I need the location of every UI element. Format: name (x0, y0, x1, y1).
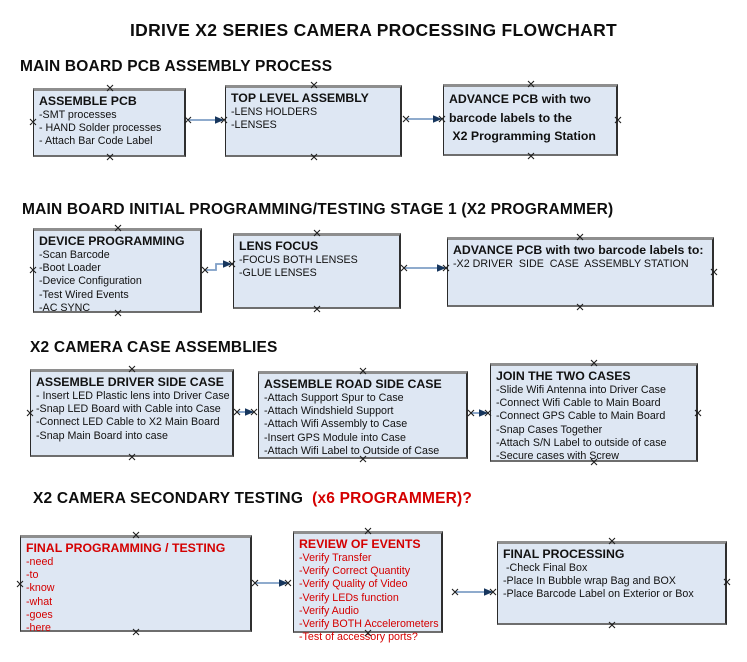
box-title: ASSEMBLE PCB (39, 94, 137, 108)
box-final-processing: FINAL PROCESSING -Check Final Box -Place… (497, 541, 727, 625)
box-body: -FOCUS BOTH LENSES -GLUE LENSES (239, 254, 358, 280)
box-assemble-road-side-case: ASSEMBLE ROAD SIDE CASE -Attach Support … (258, 371, 468, 459)
box-device-programming: DEVICE PROGRAMMING -Scan Barcode -Boot L… (33, 228, 202, 314)
section-header-case-assemblies: X2 CAMERA CASE ASSEMBLIES (30, 339, 278, 356)
box-body: barcode labels to the X2 Programming Sta… (449, 110, 596, 144)
box-body: -Slide Wifi Antenna into Driver Case -Co… (496, 384, 667, 463)
box-title: ADVANCE PCB with two (449, 92, 591, 106)
section-header-secondary-testing: X2 CAMERA SECONDARY TESTING (x6 PROGRAMM… (33, 490, 472, 508)
box-join-the-two-cases: JOIN THE TWO CASES -Slide Wifi Antenna i… (490, 363, 698, 462)
box-advance-pcb-to-driver-side-station: ADVANCE PCB with two barcode labels to: … (447, 237, 714, 307)
box-body: -LENS HOLDERS -LENSES (231, 106, 318, 132)
section-header-initial-programming: MAIN BOARD INITIAL PROGRAMMING/TESTING S… (22, 201, 614, 218)
box-body: -SMT processes - HAND Solder processes -… (39, 109, 162, 148)
box-title: ADVANCE PCB with two barcode labels to: (453, 243, 704, 257)
box-title: FINAL PROCESSING (503, 547, 625, 561)
section-header-secondary-testing-red: (x6 PROGRAMMER)? (307, 490, 473, 507)
box-body: - Insert LED Plastic lens into Driver Ca… (36, 390, 230, 442)
section-header-pcb-assembly: MAIN BOARD PCB ASSEMBLY PROCESS (20, 58, 333, 75)
box-lens-focus: LENS FOCUS -FOCUS BOTH LENSES -GLUE LENS… (233, 233, 401, 309)
box-review-of-events: REVIEW OF EVENTS -Verify Transfer -Verif… (293, 531, 443, 643)
box-title: TOP LEVEL ASSEMBLY (231, 91, 369, 105)
box-title: JOIN THE TWO CASES (496, 369, 631, 383)
box-title: REVIEW OF EVENTS (299, 537, 421, 551)
section-header-secondary-testing-black: X2 CAMERA SECONDARY TESTING (33, 490, 308, 507)
page-title: IDRIVE X2 SERIES CAMERA PROCESSING FLOWC… (129, 20, 618, 40)
box-body: -Verify Transfer -Verify Correct Quantit… (299, 552, 439, 644)
box-body: -Attach Support Spur to Case -Attach Win… (264, 392, 440, 457)
box-assemble-pcb: ASSEMBLE PCB -SMT processes - HAND Solde… (33, 88, 186, 157)
box-title: ASSEMBLE DRIVER SIDE CASE (36, 375, 224, 389)
box-final-programming-testing: FINAL PROGRAMMING / TESTING -need -to -k… (20, 535, 252, 635)
box-body: -Scan Barcode -Boot Loader -Device Confi… (39, 249, 142, 314)
box-assemble-driver-side-case: ASSEMBLE DRIVER SIDE CASE - Insert LED P… (30, 369, 234, 457)
box-body: -Check Final Box -Place In Bubble wrap B… (503, 562, 694, 601)
box-top-level-assembly: TOP LEVEL ASSEMBLY -LENS HOLDERS -LENSES (225, 85, 402, 157)
box-title: LENS FOCUS (239, 239, 319, 253)
box-advance-pcb-to-programming-station: ADVANCE PCB with two barcode labels to t… (443, 84, 618, 156)
box-body: -need -to -know -what -goes -here (26, 556, 55, 635)
box-title: FINAL PROGRAMMING / TESTING (26, 541, 226, 555)
box-body: -X2 DRIVER SIDE CASE ASSEMBLY STATION (453, 258, 689, 270)
box-title: ASSEMBLE ROAD SIDE CASE (264, 377, 442, 391)
box-title: DEVICE PROGRAMMING (39, 234, 185, 248)
